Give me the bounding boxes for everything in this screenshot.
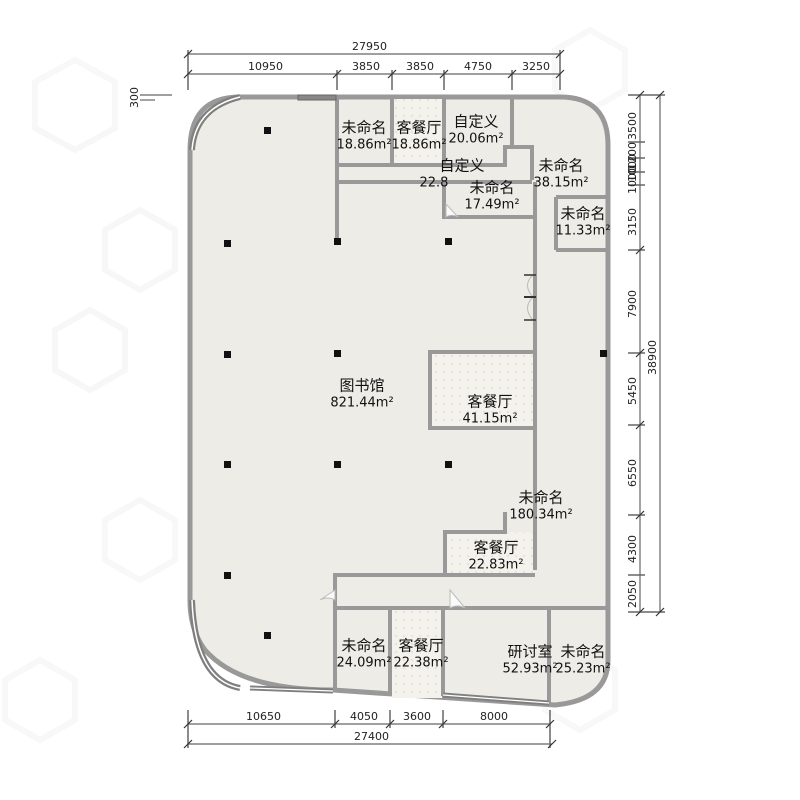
room-seminar[interactable]: 研讨室 52.93m² <box>502 643 557 678</box>
room-area: 22.8 <box>419 175 449 191</box>
room-corridor-unnamed[interactable]: 未命名 180.34m² <box>509 489 572 524</box>
room-name: 自定义 <box>453 112 499 131</box>
room-area: 52.93m² <box>502 661 558 677</box>
room-name: 客餐厅 <box>396 118 442 137</box>
room-top-custom-1[interactable]: 自定义 20.06m² <box>448 113 503 148</box>
door-icon <box>449 588 466 609</box>
room-name: 自定义 <box>439 156 485 175</box>
tile-lower-dining <box>446 532 534 574</box>
windows <box>189 94 550 706</box>
room-area: 25.23m² <box>555 661 611 677</box>
room-area: 11.33m² <box>555 223 611 239</box>
room-top-unnamed-1[interactable]: 未命名 18.86m² <box>336 119 391 154</box>
room-area: 18.86m² <box>336 137 392 153</box>
room-name: 客餐厅 <box>473 538 519 557</box>
room-area: 180.34m² <box>509 507 573 523</box>
interior-walls <box>333 97 608 703</box>
room-name: 未命名 <box>341 118 387 137</box>
room-area: 24.09m² <box>336 655 392 671</box>
room-name: 客餐厅 <box>467 392 513 411</box>
tile-mid-dining <box>432 353 535 428</box>
room-top-unnamed-4[interactable]: 未命名 11.33m² <box>555 205 610 240</box>
columns <box>224 127 607 639</box>
room-area: 38.15m² <box>533 175 589 191</box>
door-icon <box>445 202 459 218</box>
room-area: 17.49m² <box>464 197 520 213</box>
room-name: 未命名 <box>341 636 387 655</box>
room-name: 未命名 <box>560 204 606 223</box>
room-area: 18.86m² <box>391 137 447 153</box>
room-name: 未命名 <box>538 156 584 175</box>
room-mid-dining[interactable]: 客餐厅 41.15m² <box>462 393 517 428</box>
room-bottom-dining[interactable]: 客餐厅 22.38m² <box>393 637 448 672</box>
doors <box>319 202 536 609</box>
room-top-dining-1[interactable]: 客餐厅 18.86m² <box>391 119 446 154</box>
room-area: 22.83m² <box>468 557 524 573</box>
room-area: 821.44m² <box>330 395 394 411</box>
room-name: 图书馆 <box>339 376 385 395</box>
tile-top-dining <box>392 99 444 165</box>
double-door-icon <box>527 274 534 321</box>
door-icon <box>319 589 336 601</box>
room-top-unnamed-3[interactable]: 未命名 38.15m² <box>533 157 588 192</box>
room-top-custom-2[interactable]: 自定义 22.8 <box>419 156 485 192</box>
dimension-lines <box>140 49 665 749</box>
room-area: 41.15m² <box>462 411 518 427</box>
room-area: 22.38m² <box>393 655 449 671</box>
tile-bottom-dining <box>392 610 442 698</box>
room-bottom-unnamed-2[interactable]: 未命名 25.23m² <box>555 643 610 678</box>
room-top-unnamed-2[interactable]: 未命名 17.49m² <box>464 179 519 214</box>
room-library[interactable]: 图书馆 821.44m² <box>330 377 393 412</box>
watermark <box>2 26 628 744</box>
room-bottom-unnamed-1[interactable]: 未命名 24.09m² <box>336 637 391 672</box>
room-area: 20.06m² <box>448 131 504 147</box>
room-name: 未命名 <box>518 488 564 507</box>
room-name: 未命名 <box>560 642 606 661</box>
room-name: 研讨室 <box>507 642 553 661</box>
room-name: 客餐厅 <box>398 636 444 655</box>
room-name: 未命名 <box>469 178 515 197</box>
room-lower-dining[interactable]: 客餐厅 22.83m² <box>468 539 523 574</box>
